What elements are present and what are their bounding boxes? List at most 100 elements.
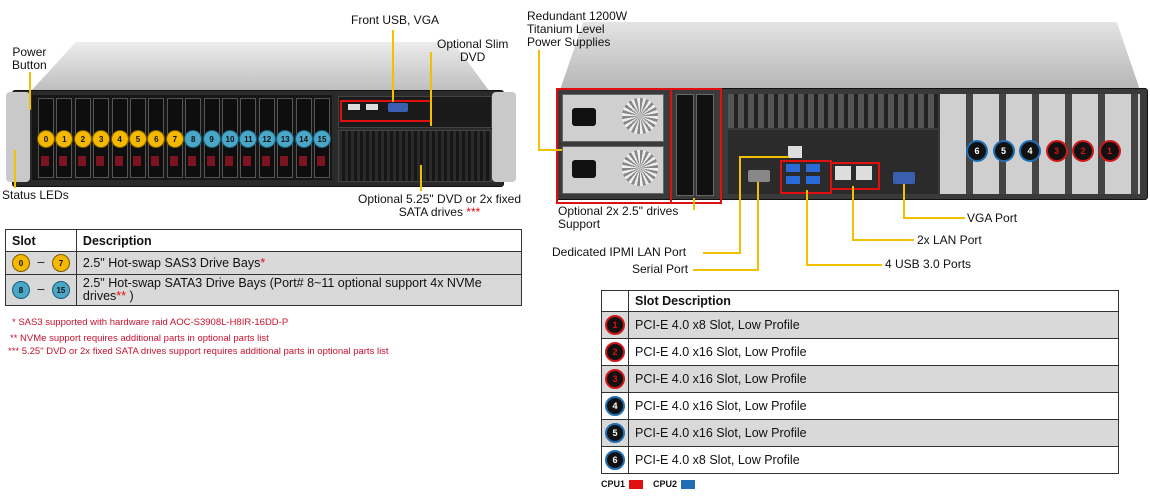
cpu-legend: CPU1 CPU2 <box>601 479 696 489</box>
usb-port <box>786 164 800 172</box>
callout-line <box>430 52 432 126</box>
range-dash: – <box>37 282 45 297</box>
slot-description: PCI-E 4.0 x16 Slot, Low Profile <box>628 338 1119 366</box>
pci-slot-badge: 4 <box>605 396 625 416</box>
slot-icon-cell: 2 <box>601 338 629 366</box>
drive-bay-latch <box>151 156 160 166</box>
slot-description: PCI-E 4.0 x16 Slot, Low Profile <box>628 419 1119 447</box>
callout-line <box>693 269 759 271</box>
pci-slot-badge: 1 <box>1098 140 1121 162</box>
lan-port <box>835 166 851 180</box>
callout-line <box>739 156 789 158</box>
usb-port <box>806 164 820 172</box>
bay-badge-icon: 0 <box>12 254 30 272</box>
rear-drive-bay <box>696 94 714 196</box>
legend-cpu1-swatch <box>629 479 644 489</box>
footnote: ** NVMe support requires additional part… <box>10 333 269 344</box>
drive-bay-latch <box>77 156 86 166</box>
bay-number-badge: 1 <box>55 130 74 148</box>
bay-number-badge: 14 <box>294 130 313 148</box>
slot-range-cell: 8 – 15 <box>5 274 77 306</box>
callout-optional-525-dvd: Optional 5.25" DVD or 2x fixed SATA driv… <box>358 193 521 219</box>
drive-bay-latch <box>96 156 105 166</box>
callout-line <box>420 165 422 191</box>
callout-front-usb-vga: Front USB, VGA <box>351 13 440 27</box>
usb-port <box>806 176 820 184</box>
pci-slot-badge: 2 <box>1072 140 1094 162</box>
optional-525-bay <box>338 130 492 182</box>
callout-line <box>903 184 905 218</box>
pci-slot-badge: 5 <box>992 140 1015 162</box>
bay-number-badge: 0 <box>37 130 55 148</box>
pci-slot-badge: 3 <box>1045 140 1068 162</box>
header-slot-description: Slot Description <box>628 290 1119 312</box>
pci-slot-badge: 2 <box>605 342 625 362</box>
callout-serial: Serial Port <box>632 262 689 276</box>
drive-bay-latch <box>298 156 307 166</box>
table-row: 0 – 7 2.5" Hot-swap SAS3 Drive Bays* <box>5 251 523 275</box>
callout-ipmi: Dedicated IPMI LAN Port <box>552 245 687 259</box>
drive-bay-latch <box>243 156 252 166</box>
lan-highlight <box>830 162 880 190</box>
drive-bay-latch <box>280 156 289 166</box>
table-header-row: Slot Description <box>601 290 1119 312</box>
pci-slot-badge: 4 <box>1019 140 1041 162</box>
header-slot: Slot <box>5 229 77 252</box>
callout-optional-slim-dvd: Optional Slim DVD <box>437 37 509 64</box>
drive-bay-latch <box>59 156 68 166</box>
header-description: Description <box>75 229 523 252</box>
drive-bay-latch <box>133 156 141 166</box>
psu-power-inlet-icon <box>572 160 596 178</box>
pci-slot-badge: 1 <box>605 315 625 335</box>
bay-number-badge: 13 <box>276 130 295 148</box>
callout-line <box>852 186 854 240</box>
bay-number-badge: 9 <box>202 130 221 148</box>
callout-usb: 4 USB 3.0 Ports <box>885 257 972 271</box>
slot-description-tail: ) <box>126 289 134 303</box>
header-slot-icon <box>601 290 629 312</box>
range-dash: – <box>37 255 45 270</box>
rear-chassis-top <box>560 22 1140 90</box>
callout-line <box>538 149 562 151</box>
footnote: *** 5.25" DVD or 2x fixed SATA drives su… <box>8 346 389 357</box>
drive-bay-latch <box>317 156 325 166</box>
bay-number-badge: 11 <box>239 130 258 148</box>
callout-line <box>757 182 759 271</box>
bay-number-badge: 5 <box>129 130 147 148</box>
legend-cpu2-label: CPU2 <box>653 479 678 489</box>
rear-vent <box>728 94 938 128</box>
drive-bay-latch <box>169 156 178 166</box>
drive-bay-latch <box>188 156 197 166</box>
footnote-mark: *** <box>466 205 481 219</box>
bay-number-badge: 3 <box>92 130 111 148</box>
legend-cpu2-swatch <box>681 479 696 489</box>
slot-description-text: 2.5" Hot-swap SAS3 Drive Bays <box>82 256 261 270</box>
callout-lan: 2x LAN Port <box>917 233 982 247</box>
callout-line <box>693 198 695 210</box>
slot-icon-cell: 1 <box>601 311 629 339</box>
slot-description: PCI-E 4.0 x16 Slot, Low Profile <box>628 365 1119 393</box>
table-row: 8 – 15 2.5" Hot-swap SATA3 Drive Bays (P… <box>5 274 523 306</box>
legend-cpu1-label: CPU1 <box>601 479 626 489</box>
bay-number-badge: 10 <box>221 130 239 148</box>
callout-line <box>538 50 540 150</box>
slot-icon-cell: 4 <box>601 392 629 420</box>
drive-bay-latch <box>41 156 49 166</box>
footnote-mark: * <box>260 256 266 270</box>
callout-line <box>806 190 808 266</box>
slot-description: 2.5" Hot-swap SAS3 Drive Bays* <box>75 251 523 275</box>
rear-drive-bay <box>676 94 694 196</box>
slot-icon-cell: 6 <box>601 446 629 474</box>
front-right-ear <box>492 92 516 182</box>
callout-line <box>903 217 965 219</box>
front-left-ear <box>6 92 30 182</box>
slot-description: PCI-E 4.0 x8 Slot, Low Profile <box>628 311 1119 339</box>
psu-fan-icon <box>622 98 658 134</box>
